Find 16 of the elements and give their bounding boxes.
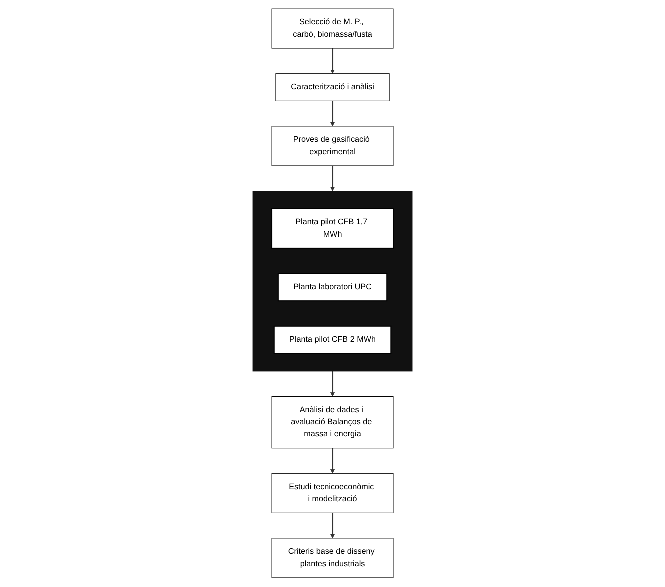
arrow [330,48,335,74]
node-box: Planta pilot CFB 1,7 MWh [271,208,394,249]
node-box: Planta laboratori UPC [278,273,388,302]
cluster [252,191,412,372]
node-box: Criteris base de disseny plantes industrials [272,538,394,578]
node-box: Planta pilot CFB 2 MWh [274,326,392,354]
arrow [330,166,335,192]
node-box: Caracterització i anàlisi [275,74,390,102]
node-box: Estudi tecnicoeconòmic i modelització [272,473,394,514]
node-box: Anàlisi de dades i avaluació Balanços de massa i energia [272,396,394,449]
arrow [330,513,335,539]
node-box: Proves de gasificació experimental [272,126,394,166]
arrow [330,371,335,397]
arrow [330,448,335,474]
arrow [330,101,335,127]
node-box: Selecció de M. P., carbó, biomassa/fusta [272,8,394,49]
